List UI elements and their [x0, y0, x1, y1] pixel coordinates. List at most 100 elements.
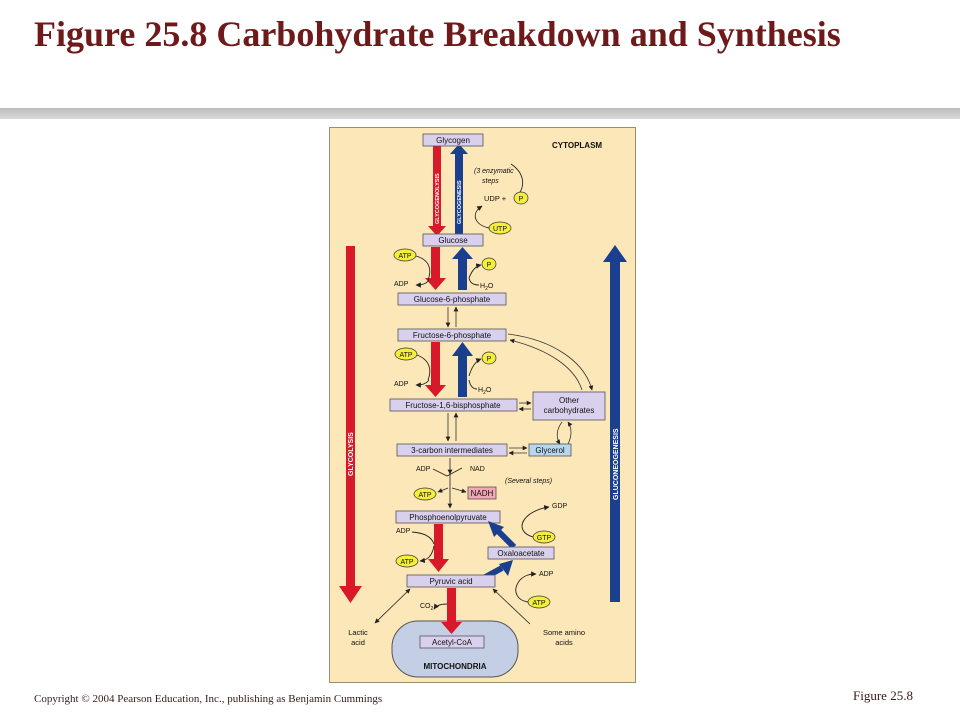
- glucose-box: [422, 233, 484, 247]
- atp-label-5: ATP: [532, 600, 545, 607]
- carbohydrate-pathway-diagram: CYTOPLASM MITOCHONDRIA GLYCOLYSIS GLUCON…: [329, 127, 636, 683]
- hexokinase-red-arrow: [425, 247, 446, 290]
- several-steps-label: (Several steps): [505, 478, 552, 485]
- utp-curve-arrow: [474, 205, 490, 229]
- glycogenesis-label: GLYCOGENESIS: [457, 180, 463, 224]
- fructose-bisphosphate-box: [389, 398, 518, 412]
- cytoplasm-label: CYTOPLASM: [552, 141, 602, 150]
- glucose-6-phosphatase-blue-arrow: [452, 247, 473, 290]
- atp-curve-2: [416, 354, 431, 381]
- glycogenolysis-arrow: [428, 146, 446, 236]
- glucose-6-phosphate-label: Glucose-6-phosphate: [414, 295, 491, 304]
- atp-oval-4: [395, 554, 419, 568]
- glycerol-label: Glycerol: [535, 446, 565, 455]
- adp-label-3: ADP: [416, 466, 431, 473]
- adp-label-1: ADP: [394, 281, 409, 288]
- glycogenolysis-label: GLYCOGENOLYSIS: [435, 173, 441, 224]
- enzymatic-steps-line2: steps: [482, 178, 499, 185]
- glycogenesis-arrow: [450, 144, 468, 236]
- oxaloacetate-box: [487, 546, 555, 560]
- nadh-label: NADH: [471, 489, 494, 498]
- atp-oval-2: [394, 347, 418, 361]
- phosphoenolpyruvate-box: [395, 510, 501, 524]
- other-carbohydrates-line1: Other: [559, 396, 579, 405]
- slide-title: Figure 25.8 Carbohydrate Breakdown and S…: [34, 14, 841, 54]
- udp-label: UDP +: [484, 194, 507, 203]
- phosphate-curve-3: [468, 358, 482, 377]
- phosphoenolpyruvate-label: Phosphoenolpyruvate: [409, 513, 487, 522]
- atp-curve-4: [419, 545, 435, 564]
- mitochondria-label: MITOCHONDRIA: [424, 662, 487, 671]
- adp-nad-join: [432, 467, 463, 477]
- glycolysis-long-arrow: [339, 246, 362, 603]
- pyruvic-acid-label: Pyruvic acid: [429, 577, 472, 586]
- h2o-curve-2: [468, 379, 478, 390]
- title-divider: [0, 108, 960, 119]
- co2-curve: [433, 603, 448, 610]
- glucose-6-phosphate-box: [397, 292, 507, 306]
- phosphate-label-2: P: [487, 262, 492, 269]
- adp-curve-2: [415, 379, 430, 388]
- adp-curve-4: [411, 531, 435, 545]
- glycogen-box: [422, 133, 484, 147]
- pepck-blue-arrow: [488, 521, 517, 550]
- pyruvic-acid-box: [406, 574, 496, 588]
- adp-label-2: ADP: [394, 381, 409, 388]
- lactic-acid-line2: acid: [351, 638, 365, 647]
- h2o-label-2: H2O: [478, 387, 492, 396]
- atp-curve-5: [515, 571, 537, 603]
- fructose-6-phosphate-label: Fructose-6-phosphate: [413, 331, 492, 340]
- acetyl-coa-box: [419, 635, 485, 649]
- enzymatic-steps-line1: (3 enzymatic: [474, 168, 514, 175]
- other-to-glycerol-arrow: [555, 421, 563, 445]
- glycogen-label: Glycogen: [436, 136, 470, 145]
- fructose-6-phosphate-box: [397, 328, 507, 342]
- amino-acids-line1: Some amino: [543, 628, 585, 637]
- pyruvate-dehydrogenase-red-arrow: [441, 588, 462, 634]
- lactic-acid-arrow: [374, 588, 411, 624]
- three-carbon-intermediates-label: 3-carbon intermediates: [411, 446, 493, 455]
- pathway-svg: CYTOPLASM MITOCHONDRIA GLYCOLYSIS GLUCON…: [339, 133, 627, 678]
- amino-acids-line2: acids: [555, 638, 573, 647]
- atp-label-3: ATP: [418, 492, 431, 499]
- copyright-notice: Copyright © 2004 Pearson Education, Inc.…: [34, 693, 383, 705]
- three-carbon-intermediates-box: [396, 443, 508, 457]
- h2o-curve-1: [468, 277, 480, 286]
- h2o-label-1: H2O: [480, 283, 494, 292]
- pyruvate-kinase-red-arrow: [428, 524, 449, 572]
- to-atp-3-arrow: [437, 487, 449, 493]
- atp-label-4: ATP: [400, 559, 413, 566]
- gluconeogenesis-long-arrow: [603, 245, 627, 602]
- figure-number-label: Figure 25.8: [853, 688, 913, 703]
- fructose-bisphosphate-label: Fructose-1,6-bisphosphate: [405, 401, 501, 410]
- acetyl-coa-label: Acetyl-CoA: [432, 638, 473, 647]
- atp-curve-1: [415, 255, 431, 281]
- to-nadh-arrow: [451, 487, 467, 494]
- phosphate-circle-1: [513, 191, 529, 205]
- co2-label: CO2: [420, 603, 434, 612]
- atp-label-2: ATP: [399, 352, 412, 359]
- gtp-label: GTP: [537, 535, 552, 542]
- atp-label-1: ATP: [398, 253, 411, 260]
- nad-label: NAD: [470, 466, 485, 473]
- gtp-curve: [521, 505, 550, 538]
- adp-curve-1: [415, 279, 430, 288]
- gdp-label: GDP: [552, 503, 568, 510]
- pfk-red-arrow: [425, 342, 446, 397]
- fructose-bisphosphatase-blue-arrow: [452, 342, 473, 397]
- glucose-label: Glucose: [438, 236, 468, 245]
- lactic-acid-line1: Lactic: [348, 628, 368, 637]
- phosphate-label-1: P: [519, 196, 524, 203]
- glycerol-box: [528, 443, 572, 457]
- utp-label: UTP: [493, 226, 507, 233]
- phosphate-circle-2: [481, 257, 497, 271]
- other-to-f6p-arrow: [509, 338, 583, 391]
- other-carbohydrates-line2: carbohydrates: [544, 406, 595, 415]
- glycolysis-label: GLYCOLYSIS: [348, 432, 355, 476]
- gluconeogenesis-label: GLUCONEOGENESIS: [613, 428, 620, 500]
- adp-label-5: ADP: [539, 571, 554, 578]
- glycerol-to-other-arrow: [567, 421, 573, 445]
- f6p-to-other-arrow: [507, 333, 594, 391]
- phosphate-label-3: P: [487, 356, 492, 363]
- other-carbohydrates-box: [532, 391, 606, 421]
